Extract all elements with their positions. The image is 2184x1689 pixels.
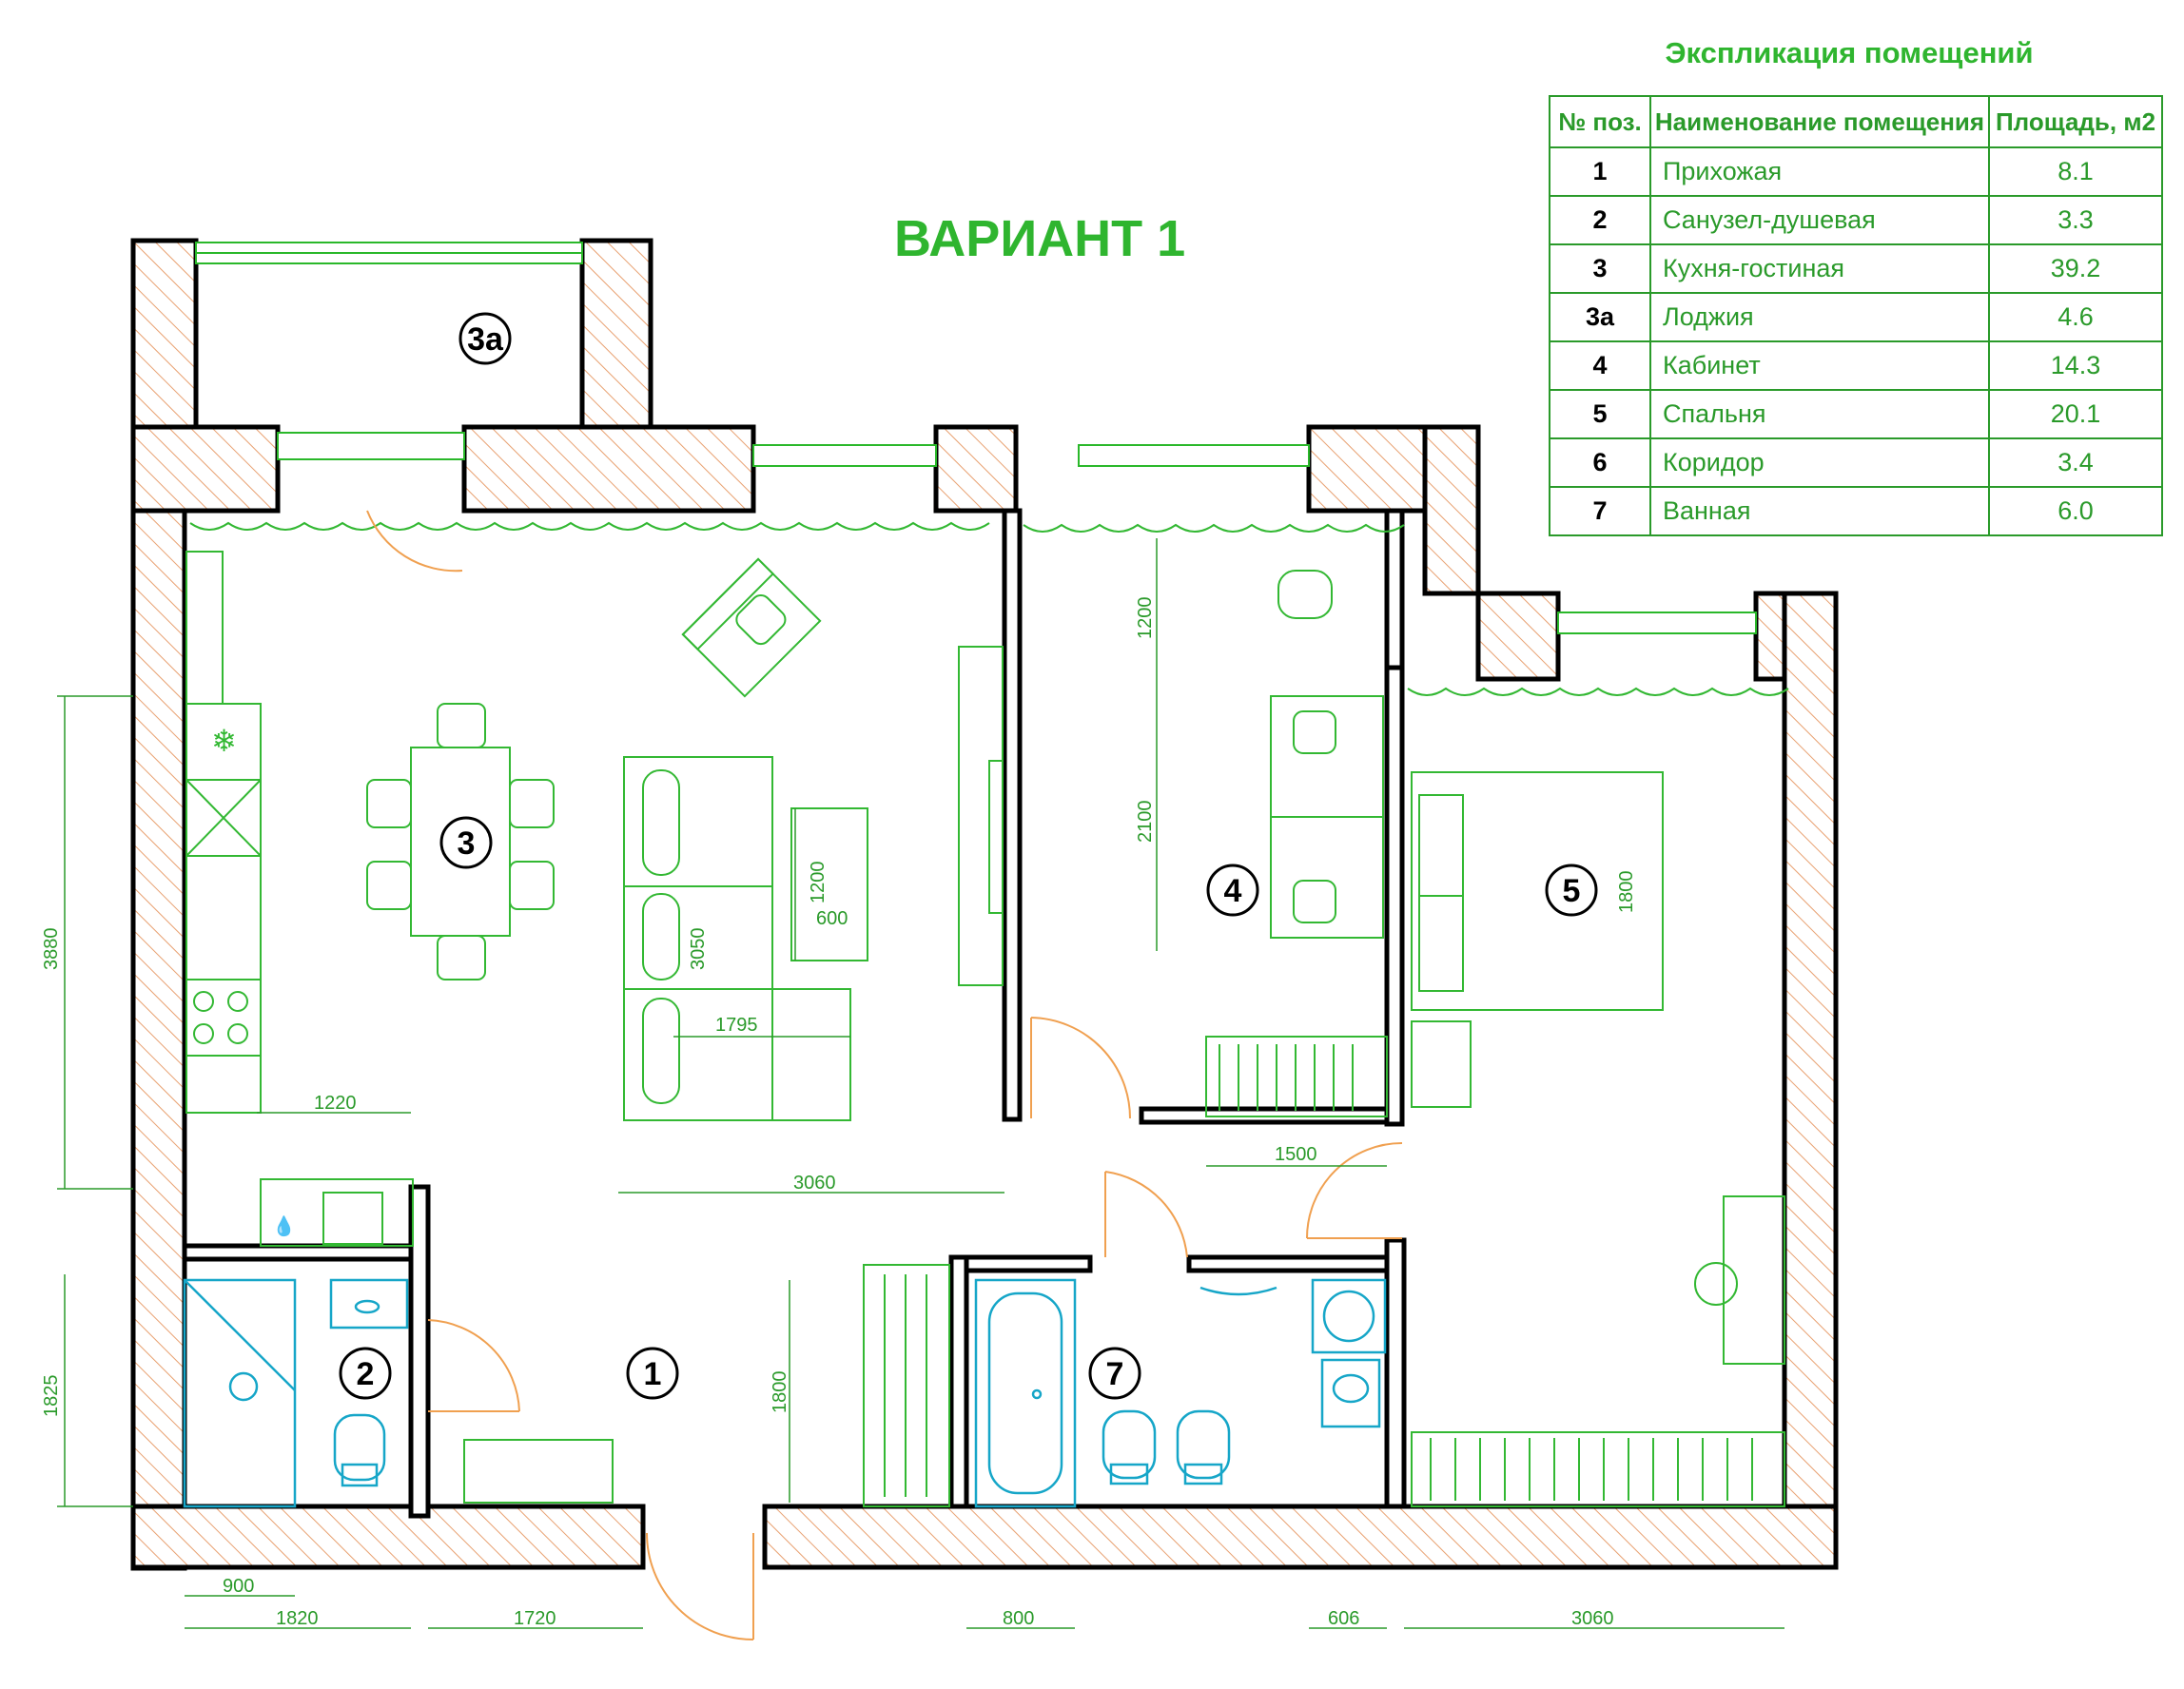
dim-1800a: 1800	[1616, 871, 1637, 914]
dimension-labels: 3880 1825 1200 600 3050 1795 1220 3060 1…	[41, 597, 1637, 1630]
dim-900: 900	[223, 1576, 254, 1597]
dim-800: 800	[1003, 1608, 1034, 1629]
dim-3060b: 3060	[1571, 1608, 1614, 1629]
row-num: 3	[1549, 243, 1651, 294]
kitchen-counter	[185, 551, 414, 1247]
svg-text:4: 4	[1224, 873, 1242, 909]
shower-room-plumbing	[183, 1278, 409, 1508]
dim-3050: 3050	[688, 928, 709, 971]
row-num: 7	[1549, 486, 1651, 536]
row-area: 14.3	[1988, 340, 2163, 391]
row-num: 2	[1549, 195, 1651, 245]
dim-1500: 1500	[1275, 1144, 1317, 1165]
table-row: 2 Санузел-душевая 3.3	[1549, 195, 2163, 245]
dim-1200a: 1200	[808, 862, 829, 904]
room-markers: 3а 3 4 5 2 1 7	[339, 312, 1598, 1400]
row-area: 3.3	[1988, 195, 2163, 245]
room-marker-3a: 3а	[458, 312, 512, 365]
row-name: Санузел-душевая	[1649, 195, 1990, 245]
dim-1220: 1220	[314, 1093, 357, 1114]
explication-title: Экспликация помещений	[1665, 36, 2034, 69]
dim-2100: 2100	[1135, 801, 1156, 844]
row-num: 4	[1549, 340, 1651, 391]
row-num: 6	[1549, 437, 1651, 488]
loggia-walls	[130, 238, 653, 430]
row-area: 3.4	[1988, 437, 2163, 488]
dim-1820: 1820	[276, 1608, 319, 1629]
row-name: Прихожая	[1649, 146, 1990, 197]
row-num: 1	[1549, 146, 1651, 197]
room-marker-4: 4	[1206, 864, 1259, 917]
room-marker-5: 5	[1545, 864, 1598, 917]
room-marker-1: 1	[626, 1347, 679, 1400]
row-area: 6.0	[1988, 486, 2163, 536]
snowflake-icon: ❄	[211, 723, 237, 759]
row-name: Кухня-гостиная	[1649, 243, 1990, 294]
room-marker-3: 3	[439, 816, 493, 869]
water-drops-icon: 💧	[272, 1214, 296, 1237]
dim-1795: 1795	[715, 1015, 758, 1036]
room-marker-2: 2	[339, 1347, 392, 1400]
dim-1800b: 1800	[770, 1371, 790, 1414]
svg-text:3а: 3а	[467, 321, 504, 358]
svg-text:2: 2	[357, 1356, 375, 1392]
table-row: 3а Лоджия 4.6	[1549, 292, 2163, 342]
row-name: Лоджия	[1649, 292, 1990, 342]
table-row: 6 Коридор 3.4	[1549, 437, 2163, 488]
explication-table: № поз. Наименование помещения Площадь, м…	[1549, 95, 2163, 536]
row-area: 39.2	[1988, 243, 2163, 294]
dim-1825: 1825	[41, 1375, 62, 1418]
row-area: 8.1	[1988, 146, 2163, 197]
table-row: 7 Ванная 6.0	[1549, 486, 2163, 536]
curtains	[189, 521, 1789, 696]
dining-table	[366, 703, 555, 980]
dim-1720: 1720	[514, 1608, 556, 1629]
header-num: № поз.	[1549, 95, 1651, 148]
living-furniture	[623, 557, 1004, 1121]
table-row: 5 Спальня 20.1	[1549, 389, 2163, 439]
table-row: 4 Кабинет 14.3	[1549, 340, 2163, 391]
row-name: Кабинет	[1649, 340, 1990, 391]
row-area: 4.6	[1988, 292, 2163, 342]
row-name: Спальня	[1649, 389, 1990, 439]
dim-3060a: 3060	[793, 1173, 836, 1194]
row-name: Ванная	[1649, 486, 1990, 536]
bedroom-furniture	[1411, 771, 1785, 1507]
study-furniture	[1205, 570, 1388, 1117]
bathroom-plumbing	[974, 1278, 1387, 1508]
dim-606: 606	[1328, 1608, 1359, 1629]
outer-walls	[130, 424, 1839, 1571]
dimension-lines	[57, 538, 1784, 1629]
hallway-furniture	[463, 1264, 950, 1507]
variant-title: ВАРИАНТ 1	[894, 210, 1186, 267]
svg-text:7: 7	[1106, 1356, 1124, 1392]
table-row: 1 Прихожая 8.1	[1549, 146, 2163, 197]
inner-walls	[182, 508, 1407, 1519]
svg-text:1: 1	[644, 1356, 662, 1392]
header-area: Площадь, м2	[1988, 95, 2163, 148]
svg-text:3: 3	[458, 825, 476, 862]
svg-text:5: 5	[1563, 873, 1581, 909]
dim-600: 600	[816, 908, 848, 929]
room-marker-7: 7	[1088, 1347, 1141, 1400]
dim-3880: 3880	[41, 928, 62, 971]
doors	[366, 510, 1403, 1640]
row-num: 3а	[1549, 292, 1651, 342]
row-num: 5	[1549, 389, 1651, 439]
row-name: Коридор	[1649, 437, 1990, 488]
dim-1200b: 1200	[1135, 597, 1156, 640]
row-area: 20.1	[1988, 389, 2163, 439]
header-name: Наименование помещения	[1649, 95, 1990, 148]
table-row: 3 Кухня-гостиная 39.2	[1549, 243, 2163, 294]
